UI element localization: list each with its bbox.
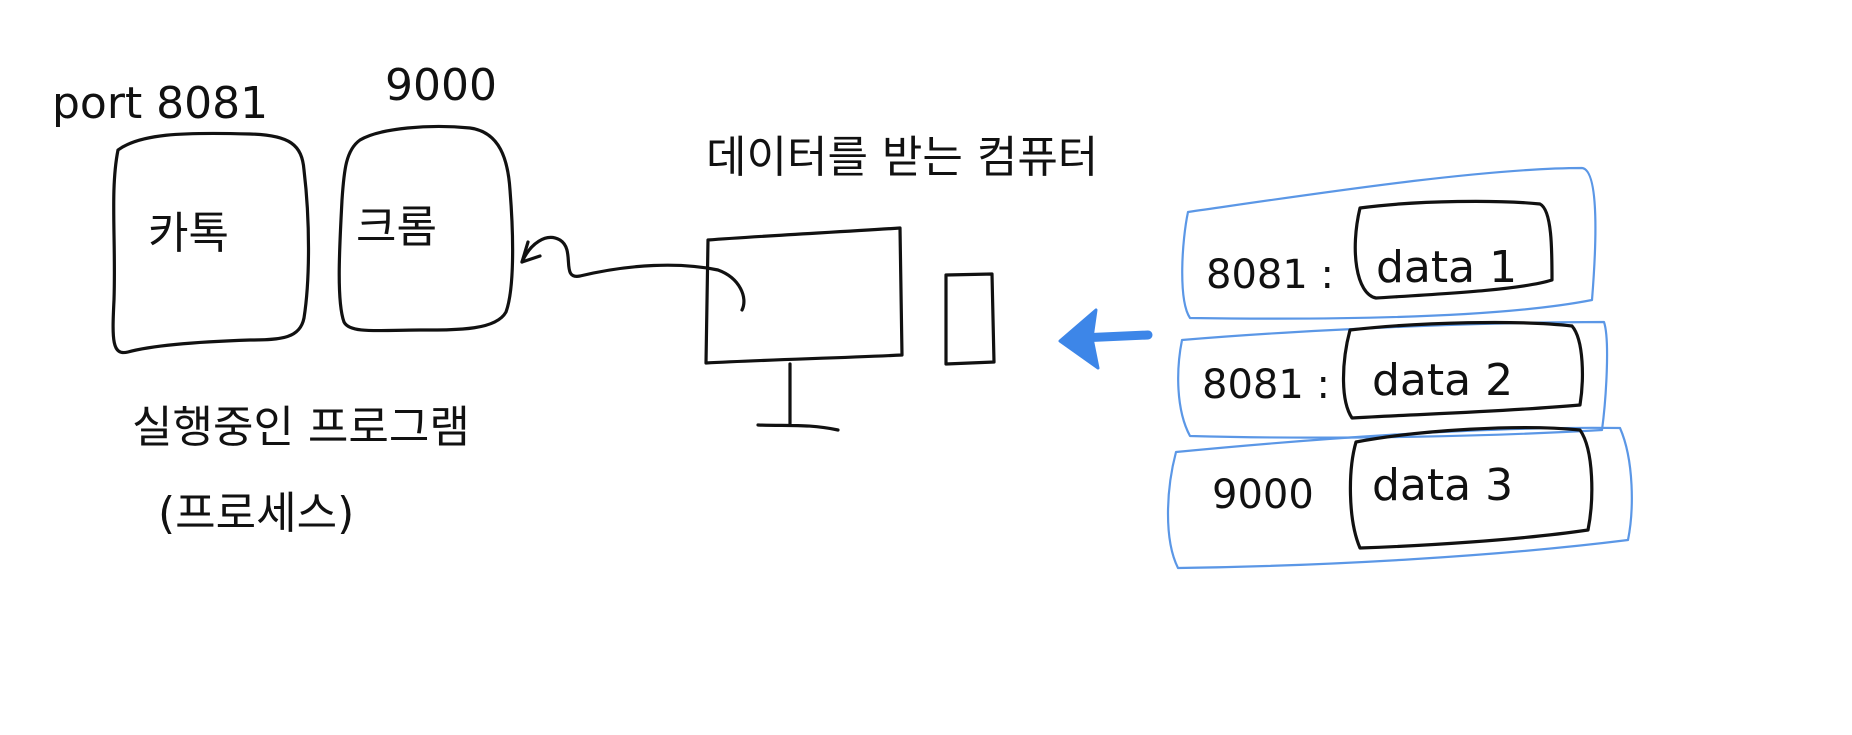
packet-1-data: data 1 [1376, 242, 1517, 293]
chrome-port-label: 9000 [385, 60, 497, 111]
incoming-data-arrow [1058, 308, 1153, 370]
packet-3-box [1348, 426, 1594, 550]
computer-illustration [704, 226, 996, 432]
packet-3-data: data 3 [1372, 460, 1513, 511]
chrome-box [337, 124, 515, 333]
packet-1-box [1353, 199, 1554, 300]
programs-subcaption: (프로세스) [158, 488, 354, 539]
packet-1-highlight [1181, 166, 1597, 320]
computer-title: 데이터를 받는 컴퓨터 [706, 132, 1098, 183]
program-kakao: port 8081 카톡 [52, 78, 311, 355]
program-chrome: 9000 크롬 [337, 60, 515, 333]
packet-2-box [1341, 320, 1584, 420]
kakao-name: 카톡 [148, 208, 229, 259]
kakao-port-label: port 8081 [52, 78, 268, 129]
packet-1: 8081 : data 1 [1181, 166, 1597, 320]
chrome-name: 크롬 [356, 202, 437, 253]
programs-caption: 실행중인 프로그램 [132, 402, 470, 453]
packet-2-data: data 2 [1372, 355, 1513, 406]
kakao-box [111, 131, 311, 355]
packet-2-port: 8081 : [1202, 362, 1330, 408]
incoming-arrow-head [1058, 308, 1100, 370]
packet-1-port: 8081 : [1206, 252, 1334, 298]
monitor-stand [756, 362, 840, 432]
monitor-screen [704, 226, 904, 365]
packet-3-port: 9000 [1212, 472, 1314, 518]
computer-tower [944, 272, 996, 366]
packet-2: 8081 : data 2 [1177, 320, 1609, 439]
route-arrow-to-chrome [520, 235, 746, 312]
route-arrow-head [520, 240, 542, 264]
packet-3: 9000 data 3 [1166, 426, 1633, 570]
